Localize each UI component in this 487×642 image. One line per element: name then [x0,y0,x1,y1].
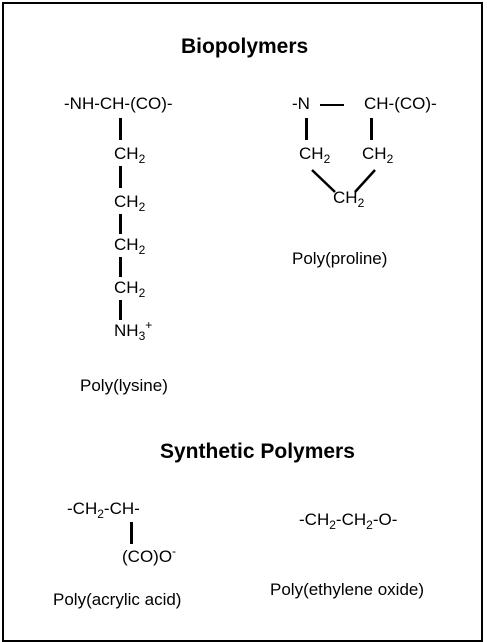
proline-label: Poly(proline) [292,249,388,268]
lysine-ch2-2: CH2 [114,192,146,214]
lysine-bond-3 [119,214,122,234]
lysine-backbone: -NH-CH-(CO)- [64,94,173,113]
proline-n-atom: -N [292,94,310,113]
proline-bond-ring-right [354,169,376,193]
acrylic-backbone: -CH2-CH- [67,499,140,521]
proline-bond-n-ring [305,118,308,140]
proline-bond-ch-ring [370,118,373,140]
proline-ring-bonds [311,169,376,193]
proline-ch-co: CH-(CO)- [364,94,437,113]
proline-bond-n-ch [320,104,344,106]
proline-bond-ring-left [311,169,336,193]
acrylic-label: Poly(acrylic acid) [53,590,182,609]
heading-biopolymers: Biopolymers [181,35,309,58]
ethylene-oxide-formula: -CH2-CH2-O- [299,510,398,532]
lysine-ch2-3: CH2 [114,235,146,257]
lysine-ch2-4: CH2 [114,278,146,300]
ethylene-oxide-label: Poly(ethylene oxide) [270,580,425,599]
lysine-ch2-1: CH2 [114,144,146,166]
lysine-nh3: NH3+ [114,318,153,343]
lysine-bond-1 [119,118,122,140]
acrylic-bond-side [130,522,133,544]
lysine-bond-4 [119,257,122,277]
lysine-bond-2 [119,166,122,188]
heading-synthetic-polymers: Synthetic Polymers [160,440,355,463]
proline-ch2-left: CH2 [299,144,331,166]
lysine-bond-5 [119,300,122,320]
acrylic-side-group: (CO)O- [122,544,177,566]
proline-ch2-bottom: CH2 [333,188,365,210]
proline-ch2-right: CH2 [362,144,394,166]
lysine-label: Poly(lysine) [80,376,168,395]
